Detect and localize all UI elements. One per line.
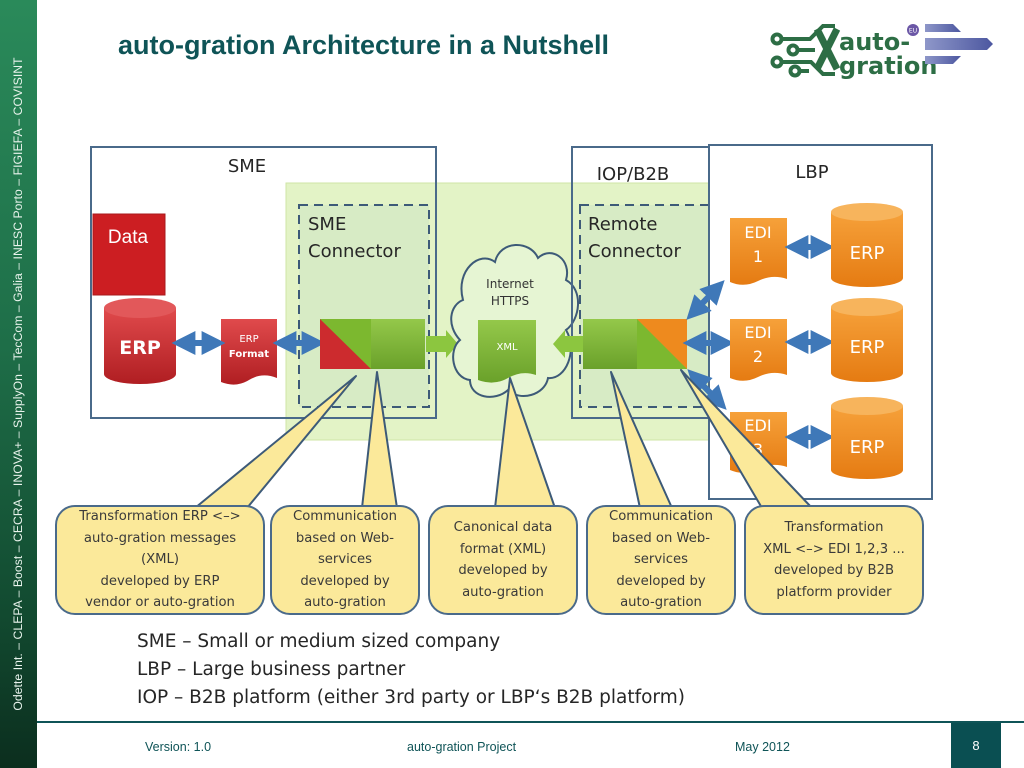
- sme-connector-label-2: Connector: [308, 241, 401, 262]
- footer-divider: [37, 721, 1024, 723]
- edi1-label-2: 1: [753, 247, 763, 266]
- sme-erp-label: ERP: [119, 337, 161, 359]
- page-title: auto-gration Architecture in a Nutshell: [118, 30, 610, 60]
- lbp-label: LBP: [795, 162, 828, 183]
- iop-label: IOP/B2B: [597, 164, 670, 185]
- remote-to-internet-arrow: [553, 330, 583, 358]
- erp-format-label-2: Format: [229, 349, 269, 360]
- legend-item-lbp: LBP – Large business partner: [137, 659, 406, 680]
- callout-line: Communication: [609, 509, 713, 525]
- callout-line: auto-gration: [620, 595, 702, 611]
- callout-line: auto-gration messages: [83, 530, 237, 546]
- lbp-erp1-database-icon: [831, 203, 903, 287]
- footer-version: Version: 1.0: [145, 740, 212, 754]
- xml-label: XML: [496, 342, 517, 353]
- lbp-erp2-database-icon: [831, 298, 903, 382]
- sme-to-internet-arrow: [426, 330, 458, 358]
- legend-item-sme: SME – Small or medium sized company: [137, 631, 501, 652]
- callout-line: developed by: [300, 573, 390, 589]
- xml-document-icon: [478, 320, 536, 383]
- callout-line: based on Web-: [611, 530, 711, 546]
- callout-line: developed by: [458, 563, 548, 578]
- edi2-label-1: EDI: [744, 323, 771, 342]
- lbp-erp3-database-icon: [831, 397, 903, 479]
- architecture-diagram: SME SME Connector Data ERP ERP Format In…: [90, 144, 933, 509]
- callout-line: Communication: [293, 509, 397, 525]
- callout-line: developed by B2B: [773, 563, 895, 578]
- auto-gration-logo: auto- gration EU: [770, 24, 993, 80]
- logo-text-line2: gration: [839, 52, 937, 80]
- remote-to-edi1-arrow: [686, 280, 725, 320]
- callout-line: services: [317, 552, 373, 568]
- data-label: Data: [108, 227, 149, 248]
- erp-format-document-icon: [221, 319, 277, 385]
- callout-line: auto-gration: [304, 595, 386, 611]
- callout-line: vendor or auto-gration: [85, 595, 235, 611]
- callout-pointer-1: [194, 375, 357, 509]
- callout-line: Canonical data: [453, 520, 553, 535]
- callout-line: Transformation ERP <–>: [79, 509, 241, 525]
- callout-canonical-format: Canonical data format (XML) developed by…: [428, 505, 578, 615]
- logo-text-line1: auto-: [839, 28, 910, 56]
- callout-line: auto-gration: [462, 584, 544, 600]
- erp-format-label-1: ERP: [239, 334, 258, 345]
- callout-line: developed by ERP: [100, 573, 220, 589]
- page-number: 8: [951, 723, 1001, 768]
- page-number-text: 8: [972, 738, 980, 753]
- data-box: [92, 213, 166, 296]
- callout-line: developed by: [616, 573, 706, 589]
- internet-label-2: HTTPS: [491, 294, 529, 308]
- footer-project: auto-gration Project: [407, 740, 517, 754]
- callout-line: (XML): [140, 552, 180, 568]
- callout-line: XML <–> EDI 1,2,3 ...: [763, 541, 905, 557]
- callout-line: format (XML): [459, 541, 547, 557]
- lbp-erp3-label: ERP: [850, 437, 885, 458]
- callout-sme-communication: Communication based on Web- services dev…: [270, 505, 420, 615]
- circuit-icon: [770, 24, 841, 78]
- abbreviation-legend: SME – Small or medium sized company LBP …: [137, 628, 685, 712]
- callout-line: services: [633, 552, 689, 568]
- remote-to-edi3-arrow: [687, 369, 727, 410]
- logo-arrow-icon: [925, 24, 993, 64]
- legend-item-iop: IOP – B2B platform (either 3rd party or …: [137, 687, 685, 708]
- sme-transformation-module-icon: [320, 319, 425, 369]
- sme-label: SME: [228, 156, 266, 177]
- edi1-label-1: EDI: [744, 223, 771, 242]
- callout-erp-transformation: Transformation ERP <–> auto-gration mess…: [55, 505, 265, 615]
- edi1-document-icon: [730, 218, 787, 285]
- sidebar-band: Odette Int. – CLEPA – Boost – CECRA – IN…: [0, 0, 37, 768]
- lbp-erp1-label: ERP: [850, 243, 885, 264]
- sme-container: [90, 146, 437, 419]
- edi2-document-icon: [730, 319, 787, 381]
- callout-remote-communication: Communication based on Web- services dev…: [586, 505, 736, 615]
- eu-badge-icon: [907, 24, 919, 36]
- edi3-label-1: EDI: [744, 416, 771, 435]
- sme-erp-database-icon: [104, 298, 176, 384]
- eu-badge-text: EU: [909, 28, 917, 35]
- internet-label-1: Internet: [486, 277, 534, 291]
- edi2-label-2: 2: [753, 347, 763, 366]
- callout-line: based on Web-: [295, 530, 395, 546]
- edi3-label-2: 3: [753, 440, 763, 459]
- remote-transformation-module-icon: [583, 319, 687, 369]
- remote-connector-label-2: Connector: [588, 241, 681, 262]
- footer-date: May 2012: [735, 740, 790, 754]
- callout-edi-transformation: Transformation XML <–> EDI 1,2,3 ... dev…: [744, 505, 924, 615]
- sme-connector-label-1: SME: [308, 214, 346, 235]
- callout-line: Transformation: [784, 520, 884, 535]
- callout-line: platform provider: [776, 584, 892, 600]
- lbp-erp2-label: ERP: [850, 337, 885, 358]
- remote-connector-label-1: Remote: [588, 214, 657, 235]
- sme-connector-area: [298, 204, 430, 408]
